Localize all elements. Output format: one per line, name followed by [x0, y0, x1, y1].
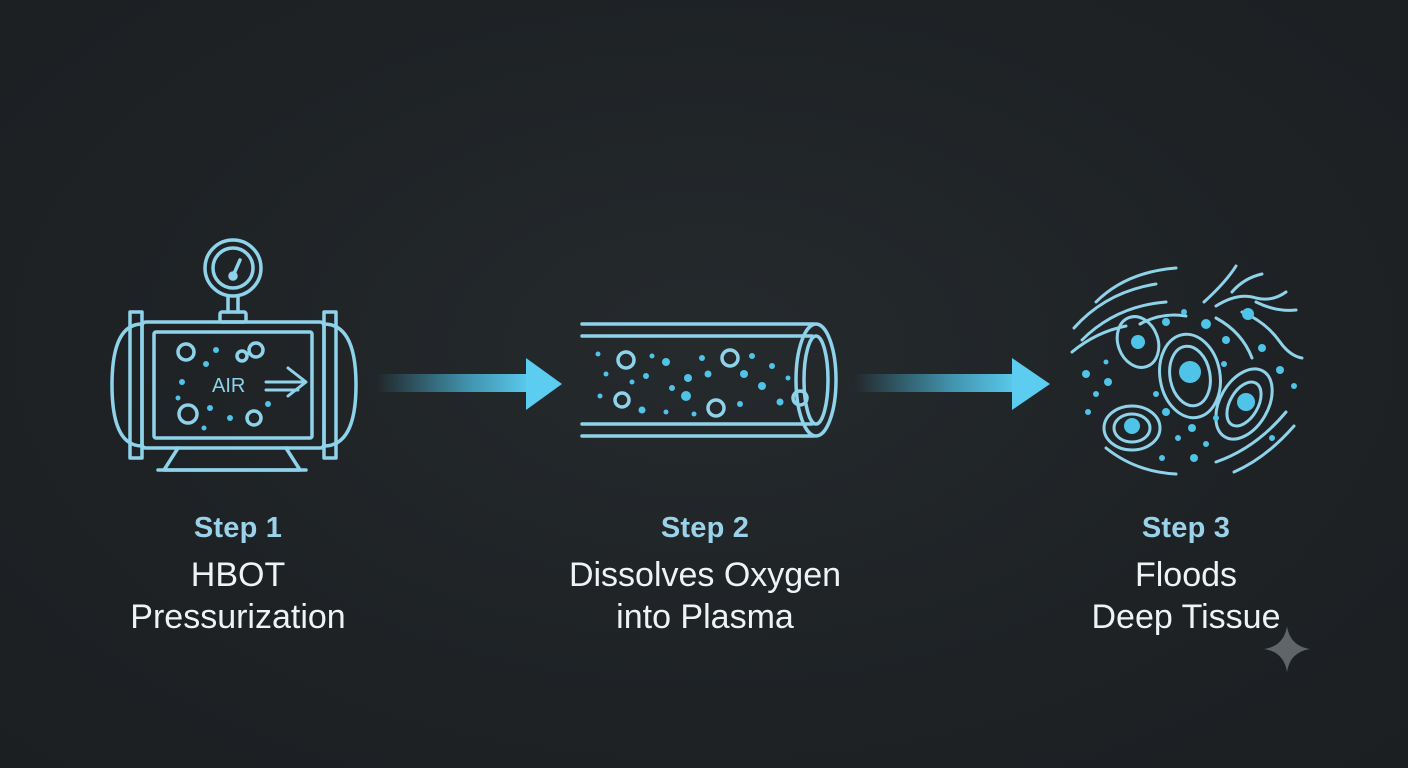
- sparkle-icon: [1262, 624, 1312, 679]
- step-2-label: Step 2: [660, 512, 750, 544]
- step-3-label: Step 3: [1141, 512, 1231, 544]
- flow-arrow-1: [376, 356, 566, 417]
- flow-arrow-2: [854, 356, 1054, 417]
- step-2-title-line1: Dissolves Oxygen: [568, 556, 842, 594]
- step-2-title-line2: into Plasma: [616, 598, 794, 636]
- chamber-air-text: AIR: [212, 375, 245, 397]
- pressure-chamber-icon: AIR: [108, 232, 378, 487]
- tissue-cells-icon: [1066, 262, 1310, 487]
- step-1-title-line2: Pressurization: [130, 598, 346, 636]
- step-1-label: Step 1: [193, 512, 283, 544]
- step-1-title-line1: HBOT: [190, 556, 286, 594]
- step-3-title-line1: Floods: [1134, 556, 1238, 594]
- blood-vessel-icon: [576, 316, 846, 451]
- step-3-title-line2: Deep Tissue: [1091, 598, 1281, 636]
